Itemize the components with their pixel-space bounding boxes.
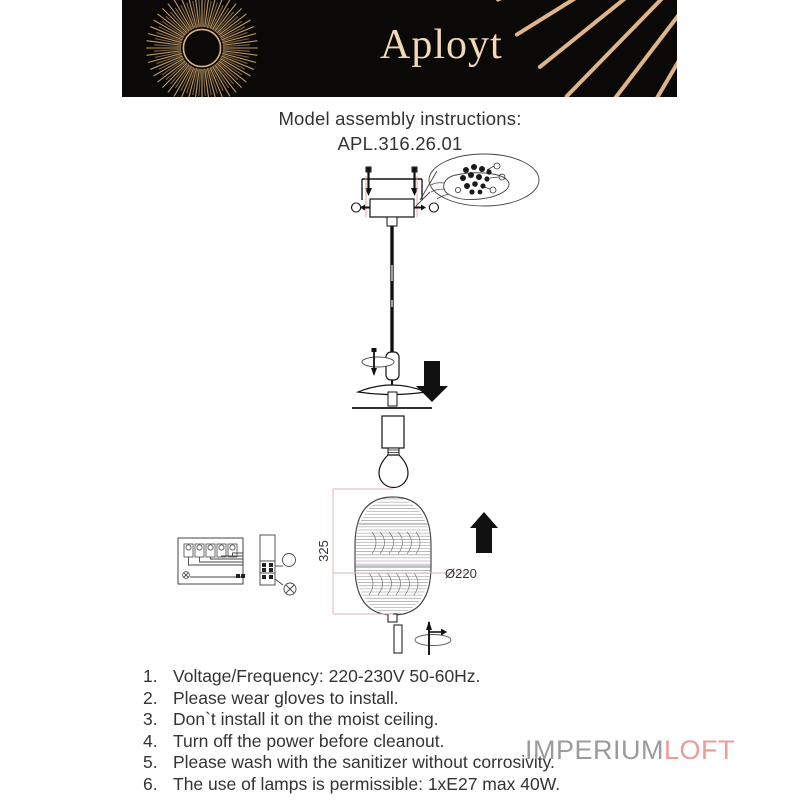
instruction-text: Please wear gloves to install. <box>173 687 399 708</box>
bottom-tool-hint <box>393 621 452 655</box>
instruction-text: Don`t install it on the moist ceiling. <box>173 709 439 729</box>
up-arrow-icon <box>470 512 498 553</box>
instruction-number: 1. <box>143 666 158 686</box>
dimension-annotations <box>332 488 470 615</box>
ribbed-glass-shade <box>354 496 432 623</box>
dimension-diameter-label: Ø220 <box>445 566 477 581</box>
page-title: Model assembly instructions: <box>278 108 522 129</box>
header-banner: Aployt <box>122 0 677 97</box>
instruction-item: 3. Don`t install it on the moist ceiling… <box>143 709 703 731</box>
instruction-number: 5. <box>143 752 158 772</box>
instruction-item: 2. Please wear gloves to install. <box>143 688 703 710</box>
instruction-list: 1. Voltage/Frequency: 220-230V 50-60Hz. … <box>143 666 703 795</box>
dimension-height-label: 325 <box>316 540 331 562</box>
watermark: IMPERIUMLOFT <box>525 735 735 766</box>
watermark-secondary: LOFT <box>664 735 736 765</box>
instruction-item: 4. Turn off the power before cleanout. <box>143 731 703 753</box>
instruction-number: 2. <box>143 687 158 708</box>
lamp-socket <box>381 415 405 449</box>
watermark-primary: IMPERIUM <box>525 735 664 765</box>
screwdriver-hint <box>361 348 395 376</box>
down-arrow-icon <box>416 361 448 402</box>
instruction-text: Turn off the power before cleanout. <box>173 730 445 751</box>
instruction-number: 4. <box>143 730 158 751</box>
cord-grip <box>385 351 400 390</box>
instruction-text: The use of lamps is permissible: 1xE27 m… <box>173 773 561 794</box>
hand-holding-screws-callout <box>415 153 540 207</box>
corner-rays-decoration-icon <box>496 0 677 97</box>
brand-title: Aployt <box>380 22 503 68</box>
ceiling-cup <box>352 384 432 409</box>
instruction-number: 6. <box>143 773 158 794</box>
sunburst-logo-icon <box>146 0 258 97</box>
instruction-text: Please wash with the sanitizer without c… <box>173 752 555 772</box>
instruction-text: Voltage/Frequency: 220-230V 50-60Hz. <box>173 666 481 686</box>
wiring-terminal-block <box>177 534 297 596</box>
instruction-item: 1. Voltage/Frequency: 220-230V 50-60Hz. <box>143 666 703 688</box>
mounting-bracket <box>351 166 439 227</box>
instruction-number: 3. <box>143 709 158 729</box>
instruction-item: 5. Please wash with the sanitizer withou… <box>143 752 703 774</box>
instruction-item: 6. The use of lamps is permissible: 1xE2… <box>143 774 703 796</box>
model-code: APL.316.26.01 <box>337 133 463 154</box>
light-bulb <box>378 447 409 489</box>
